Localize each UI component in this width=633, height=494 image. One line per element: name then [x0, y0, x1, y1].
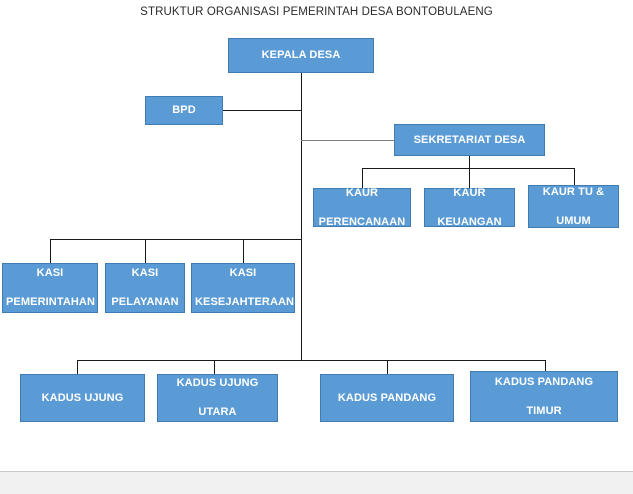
node-kadus-ujung-utara-label: KADUS UJUNG UTARA [176, 377, 259, 419]
node-kadus-pandang-timur[interactable]: KADUS PANDANG TIMUR [470, 371, 618, 422]
node-kaur-perencanaan[interactable]: KAUR PERENCANAAN [313, 186, 411, 228]
node-kadus-pandang-timur-label: KADUS PANDANG TIMUR [494, 375, 594, 417]
page-title: STRUKTUR ORGANISASI PEMERINTAH DESA BONT… [140, 6, 493, 18]
node-kadus-pandang[interactable]: KADUS PANDANG [320, 374, 454, 422]
connector-kasi-drop-1 [50, 239, 51, 263]
footer-strip [0, 471, 633, 494]
connector-kadus-drop-1 [77, 360, 78, 375]
connector-kaur-bar [362, 168, 575, 169]
node-kasi-kesejahteraan[interactable]: KASI KESEJAHTERAAN [191, 263, 295, 313]
connector-bpd [222, 110, 302, 111]
connector-kaur-drop-3 [574, 168, 575, 188]
connector-kadus-drop-2 [214, 360, 215, 375]
node-kaur-perencanaan-label: KAUR PERENCANAAN [318, 186, 406, 228]
node-kaur-tu-umum[interactable]: KAUR TU & UMUM [528, 185, 619, 228]
node-kadus-pandang-label: KADUS PANDANG [337, 391, 437, 404]
node-kasi-kesejahteraan-label: KASI KESEJAHTERAAN [195, 267, 295, 309]
node-kadus-ujung[interactable]: KADUS UJUNG [20, 374, 145, 422]
connector-kadus-drop-4 [545, 360, 546, 375]
connector-kaur-drop-2 [469, 155, 470, 188]
node-kaur-keuangan-label: KAUR KEUANGAN [437, 186, 502, 228]
node-kasi-pemerintahan-label: KASI PEMERINTAHAN [6, 267, 95, 309]
node-kadus-ujung-utara[interactable]: KADUS UJUNG UTARA [157, 374, 278, 422]
connector-kasi-drop-2 [145, 239, 146, 263]
node-kaur-tu-umum-label: KAUR TU & UMUM [542, 185, 605, 227]
node-sekretariat-desa[interactable]: SEKRETARIAT DESA [394, 124, 545, 156]
connector-kadus-bar [77, 360, 546, 361]
node-kepala-desa[interactable]: KEPALA DESA [228, 38, 374, 73]
node-kasi-pelayanan[interactable]: KASI PELAYANAN [105, 263, 185, 313]
node-kadus-ujung-label: KADUS UJUNG [41, 391, 124, 404]
node-bpd-label: BPD [172, 104, 196, 117]
connector-kadus-drop-3 [387, 360, 388, 375]
node-sekretariat-desa-label: SEKRETARIAT DESA [413, 133, 526, 146]
node-kaur-keuangan[interactable]: KAUR KEUANGAN [424, 186, 515, 228]
connector-kasi-bar [50, 239, 302, 240]
connector-kasi-drop-3 [243, 239, 244, 263]
node-kasi-pemerintahan[interactable]: KASI PEMERINTAHAN [2, 263, 98, 313]
connector-sekretariat [301, 140, 413, 141]
node-kepala-desa-label: KEPALA DESA [261, 49, 341, 62]
node-kasi-pelayanan-label: KASI PELAYANAN [111, 267, 179, 309]
connector-kaur-drop-1 [362, 168, 363, 188]
node-bpd[interactable]: BPD [145, 96, 223, 125]
connector-spine [301, 73, 302, 361]
